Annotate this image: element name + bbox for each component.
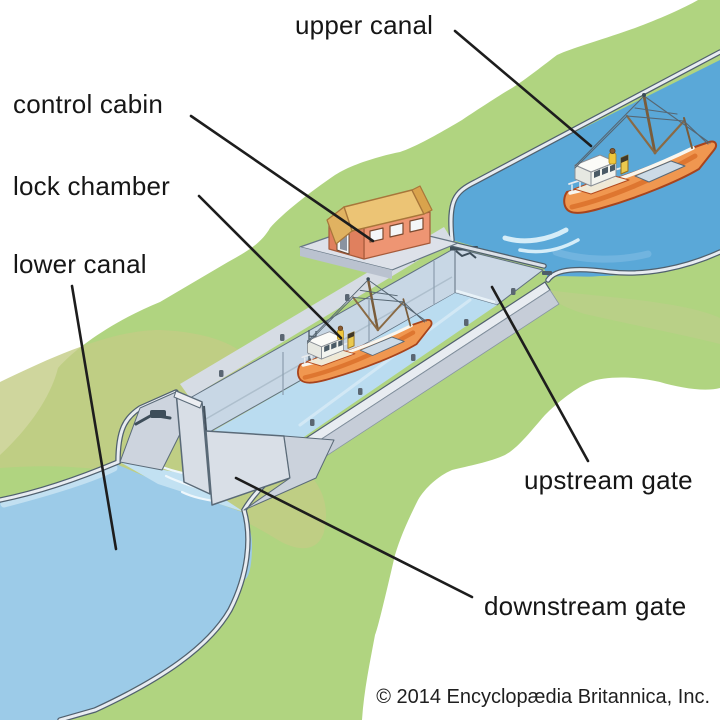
upper-canal-right-bank-ledge (546, 250, 720, 282)
chamber-water-sheen (298, 298, 472, 427)
upper-canal-left-bank-ledge (449, 50, 720, 242)
control-cabin-building (299, 185, 459, 279)
right-wing-wall (243, 435, 335, 511)
leader-lines (70, 29, 593, 599)
gate-machinery-chain (455, 250, 477, 259)
label-lock-chamber: lock chamber (13, 171, 171, 201)
boat-wake (502, 227, 569, 244)
lower-canal-water (0, 464, 252, 720)
far-wall-fitting (542, 271, 552, 275)
label-upstream-gate: upstream gate (524, 465, 693, 495)
upper-canal-leader-line (453, 29, 593, 148)
upstream-gate-leader-line (490, 285, 590, 463)
label-upper-canal: upper canal (295, 10, 434, 40)
upper-canal-water-sheen (552, 248, 652, 263)
mooring-bollards (219, 255, 516, 426)
cabin-roof-right-edge (411, 185, 433, 215)
chamber-wall-seams (282, 261, 435, 395)
lock-chamber-leader-line (197, 194, 343, 340)
boat-wake-small (518, 238, 580, 254)
cabin-roof-left-overhang (326, 206, 353, 245)
gate-arm (134, 413, 172, 426)
upstream-gate-waterline (455, 289, 496, 304)
downstream-gates (119, 390, 335, 511)
label-control-cabin: control cabin (13, 89, 164, 119)
lower-canal-leader-line (70, 284, 118, 551)
copyright-credit: © 2014 Encyclopædia Britannica, Inc. (376, 686, 710, 708)
lower-canal-sheen (0, 464, 118, 508)
label-downstream-gate: downstream gate (484, 591, 687, 621)
lower-canal-top-bank-ledge (0, 390, 178, 502)
canal-side-slope-shade (548, 290, 720, 344)
cabin-platform-edge (300, 247, 392, 279)
upper-canal-boat-group (502, 93, 716, 254)
label-lower-canal: lower canal (13, 249, 147, 279)
downstream-gate-leader-line (234, 476, 474, 599)
left-leaf-top-cap (173, 390, 203, 409)
control-cabin-leader-line (189, 114, 375, 243)
upstream-gate-walkway (450, 242, 546, 268)
cabin-windows (369, 217, 424, 243)
